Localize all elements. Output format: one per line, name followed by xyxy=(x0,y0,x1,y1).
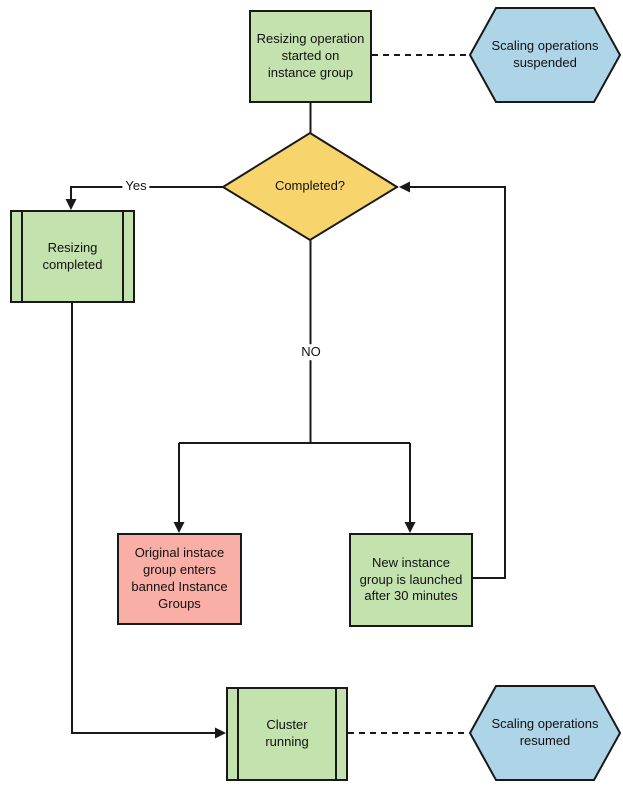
arrowhead-into-banned xyxy=(173,522,185,533)
predefined-process-bar-right xyxy=(122,210,124,303)
predefined-process-bar-left xyxy=(237,687,239,781)
edges-group xyxy=(70,54,506,734)
edge-label-yes: Yes xyxy=(122,178,150,194)
node-banned-instance-groups-label: Original instace group enters banned Ins… xyxy=(131,545,228,611)
node-resizing-started-label: Resizing operation started on instance g… xyxy=(256,31,365,80)
node-scaling-suspended-label: Scaling operations suspended xyxy=(491,38,599,70)
arrowhead-into-completed xyxy=(399,181,410,193)
edge-label-no: NO xyxy=(298,344,324,360)
hexagon-resumed-shape xyxy=(468,685,622,781)
node-resizing-completed-label: Resizing completed xyxy=(42,239,103,272)
shapes-group xyxy=(221,7,622,781)
arrowhead-into-new-group xyxy=(404,522,416,533)
predefined-process-bar-right xyxy=(335,687,337,781)
node-completed-decision-label: Completed? xyxy=(274,178,346,194)
hexagon-suspended-shape xyxy=(468,7,622,103)
arrowhead-into-cluster xyxy=(215,727,226,739)
node-cluster-running: Cluster running xyxy=(226,687,348,781)
node-resizing-completed: Resizing completed xyxy=(10,210,135,303)
edge-completed-yes-to-resizing xyxy=(70,186,223,201)
node-resizing-started: Resizing operation started on instance g… xyxy=(249,10,372,103)
edge-new-group-to-completed xyxy=(410,186,506,579)
node-new-instance-group-label: New instance group is launched after 30 … xyxy=(359,554,463,604)
edge-resizing-to-cluster xyxy=(71,303,216,734)
arrowheads-group xyxy=(65,181,416,739)
node-scaling-resumed-label: Scaling operations resumed xyxy=(491,716,599,748)
node-cluster-running-label: Cluster running xyxy=(265,717,309,749)
arrowhead-into-resizing xyxy=(65,199,77,210)
decision-diamond-shape xyxy=(221,131,399,242)
node-banned-instance-groups: Original instace group enters banned Ins… xyxy=(117,533,242,625)
predefined-process-bar-left xyxy=(21,210,23,303)
node-new-instance-group: New instance group is launched after 30 … xyxy=(349,533,473,627)
